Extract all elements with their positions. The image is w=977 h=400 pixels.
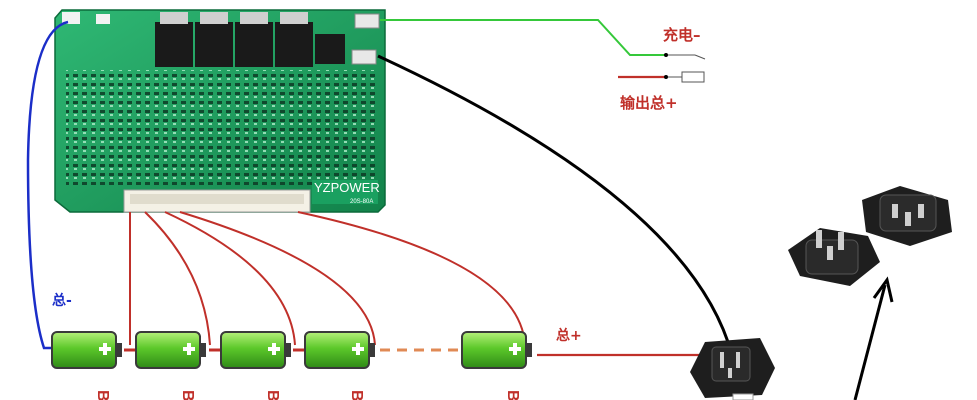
power-socket-main bbox=[690, 338, 775, 398]
battery-b4 bbox=[304, 331, 375, 369]
sense-wires bbox=[129, 211, 526, 346]
power-socket-photo-2 bbox=[788, 228, 880, 286]
charge-minus-label: 充电– bbox=[663, 26, 701, 44]
battery-b3 bbox=[220, 331, 291, 369]
battery-label-b2: B2 bbox=[179, 390, 196, 400]
power-socket-photo-1 bbox=[862, 186, 952, 246]
battery-b1 bbox=[51, 331, 122, 369]
output-minus-wire bbox=[377, 54, 734, 356]
pointer-arrow bbox=[853, 276, 894, 400]
mosfet-row bbox=[155, 12, 345, 67]
charge-wire bbox=[380, 19, 665, 56]
board-model: 20S-80A bbox=[350, 199, 373, 205]
battery-label-b1: B1 bbox=[94, 390, 111, 400]
bms-board bbox=[54, 9, 386, 213]
battery-label-b4: B4 bbox=[348, 390, 365, 400]
total-minus-wire bbox=[26, 20, 69, 350]
battery-group bbox=[51, 331, 532, 369]
board-brand: YZPOWER bbox=[314, 180, 380, 195]
battery-b2 bbox=[135, 331, 206, 369]
total-plus-label: 总+ bbox=[556, 327, 582, 344]
output-total-plus-label: 输出总+ bbox=[620, 94, 678, 112]
total-minus-label: 总- bbox=[52, 292, 72, 309]
battery-label-b20: B2 bbox=[504, 390, 521, 400]
battery-label-b3: B3 bbox=[264, 390, 281, 400]
battery-b20 bbox=[461, 331, 532, 369]
